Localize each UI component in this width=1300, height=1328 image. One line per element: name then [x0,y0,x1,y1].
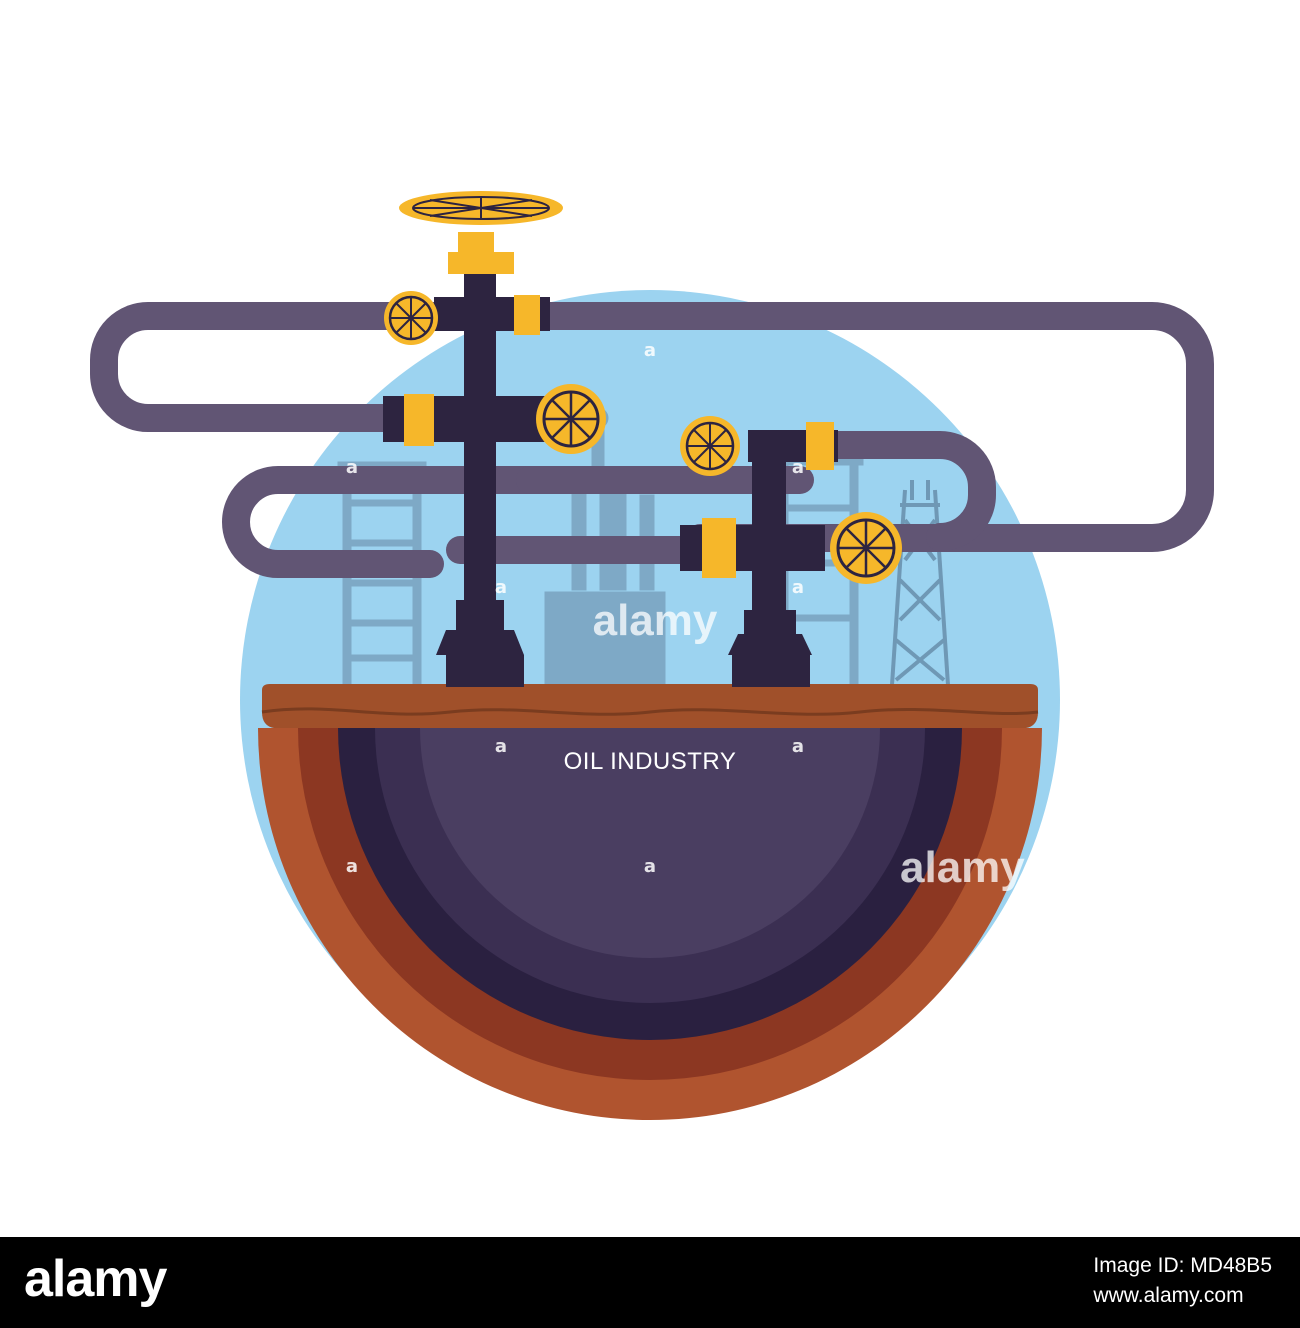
left-wellhead [383,232,563,687]
svg-text:a: a [792,736,804,757]
image-meta: Image ID: MD48B5 www.alamy.com [1093,1251,1272,1311]
svg-text:a: a [495,736,507,757]
oil-reservoir [258,728,1042,1120]
illustration-svg: OIL INDUSTRY a a a a a a a a a a a alamy… [90,191,1214,1120]
svg-text:alamy: alamy [900,843,1025,892]
svg-text:a: a [346,856,358,877]
lattice-tower [890,480,950,686]
valve-wheel-icon [536,384,606,454]
svg-text:a: a [346,457,358,478]
svg-text:alamy: alamy [593,596,718,645]
soil-band [262,684,1038,728]
valve-wheel-icon [680,416,740,476]
right-wellhead [680,422,838,687]
top-handwheel-icon [399,191,563,225]
svg-text:a: a [792,577,804,598]
oil-industry-illustration: OIL INDUSTRY a a a a a a a a a a a alamy… [90,191,1214,1120]
svg-text:a: a [644,340,656,361]
valve-wheel-icon [830,512,902,584]
site-url: www.alamy.com [1093,1284,1244,1307]
alamy-logo: alamy [24,1250,167,1308]
svg-text:a: a [792,457,804,478]
illustration-label: OIL INDUSTRY [564,748,737,775]
valve-wheels [384,191,902,584]
svg-text:a: a [495,577,507,598]
svg-text:a: a [644,856,656,877]
watermark: a a a a a a a a a a a alamy alamy [346,220,1025,892]
valve-wheel-icon [384,291,438,345]
svg-text:a: a [792,220,804,241]
stock-photo-footer: alamy Image ID: MD48B5 www.alamy.com [0,1237,1300,1328]
soil-wave [261,707,1039,716]
svg-text:a: a [941,340,953,361]
image-id: Image ID: MD48B5 [1093,1254,1272,1277]
